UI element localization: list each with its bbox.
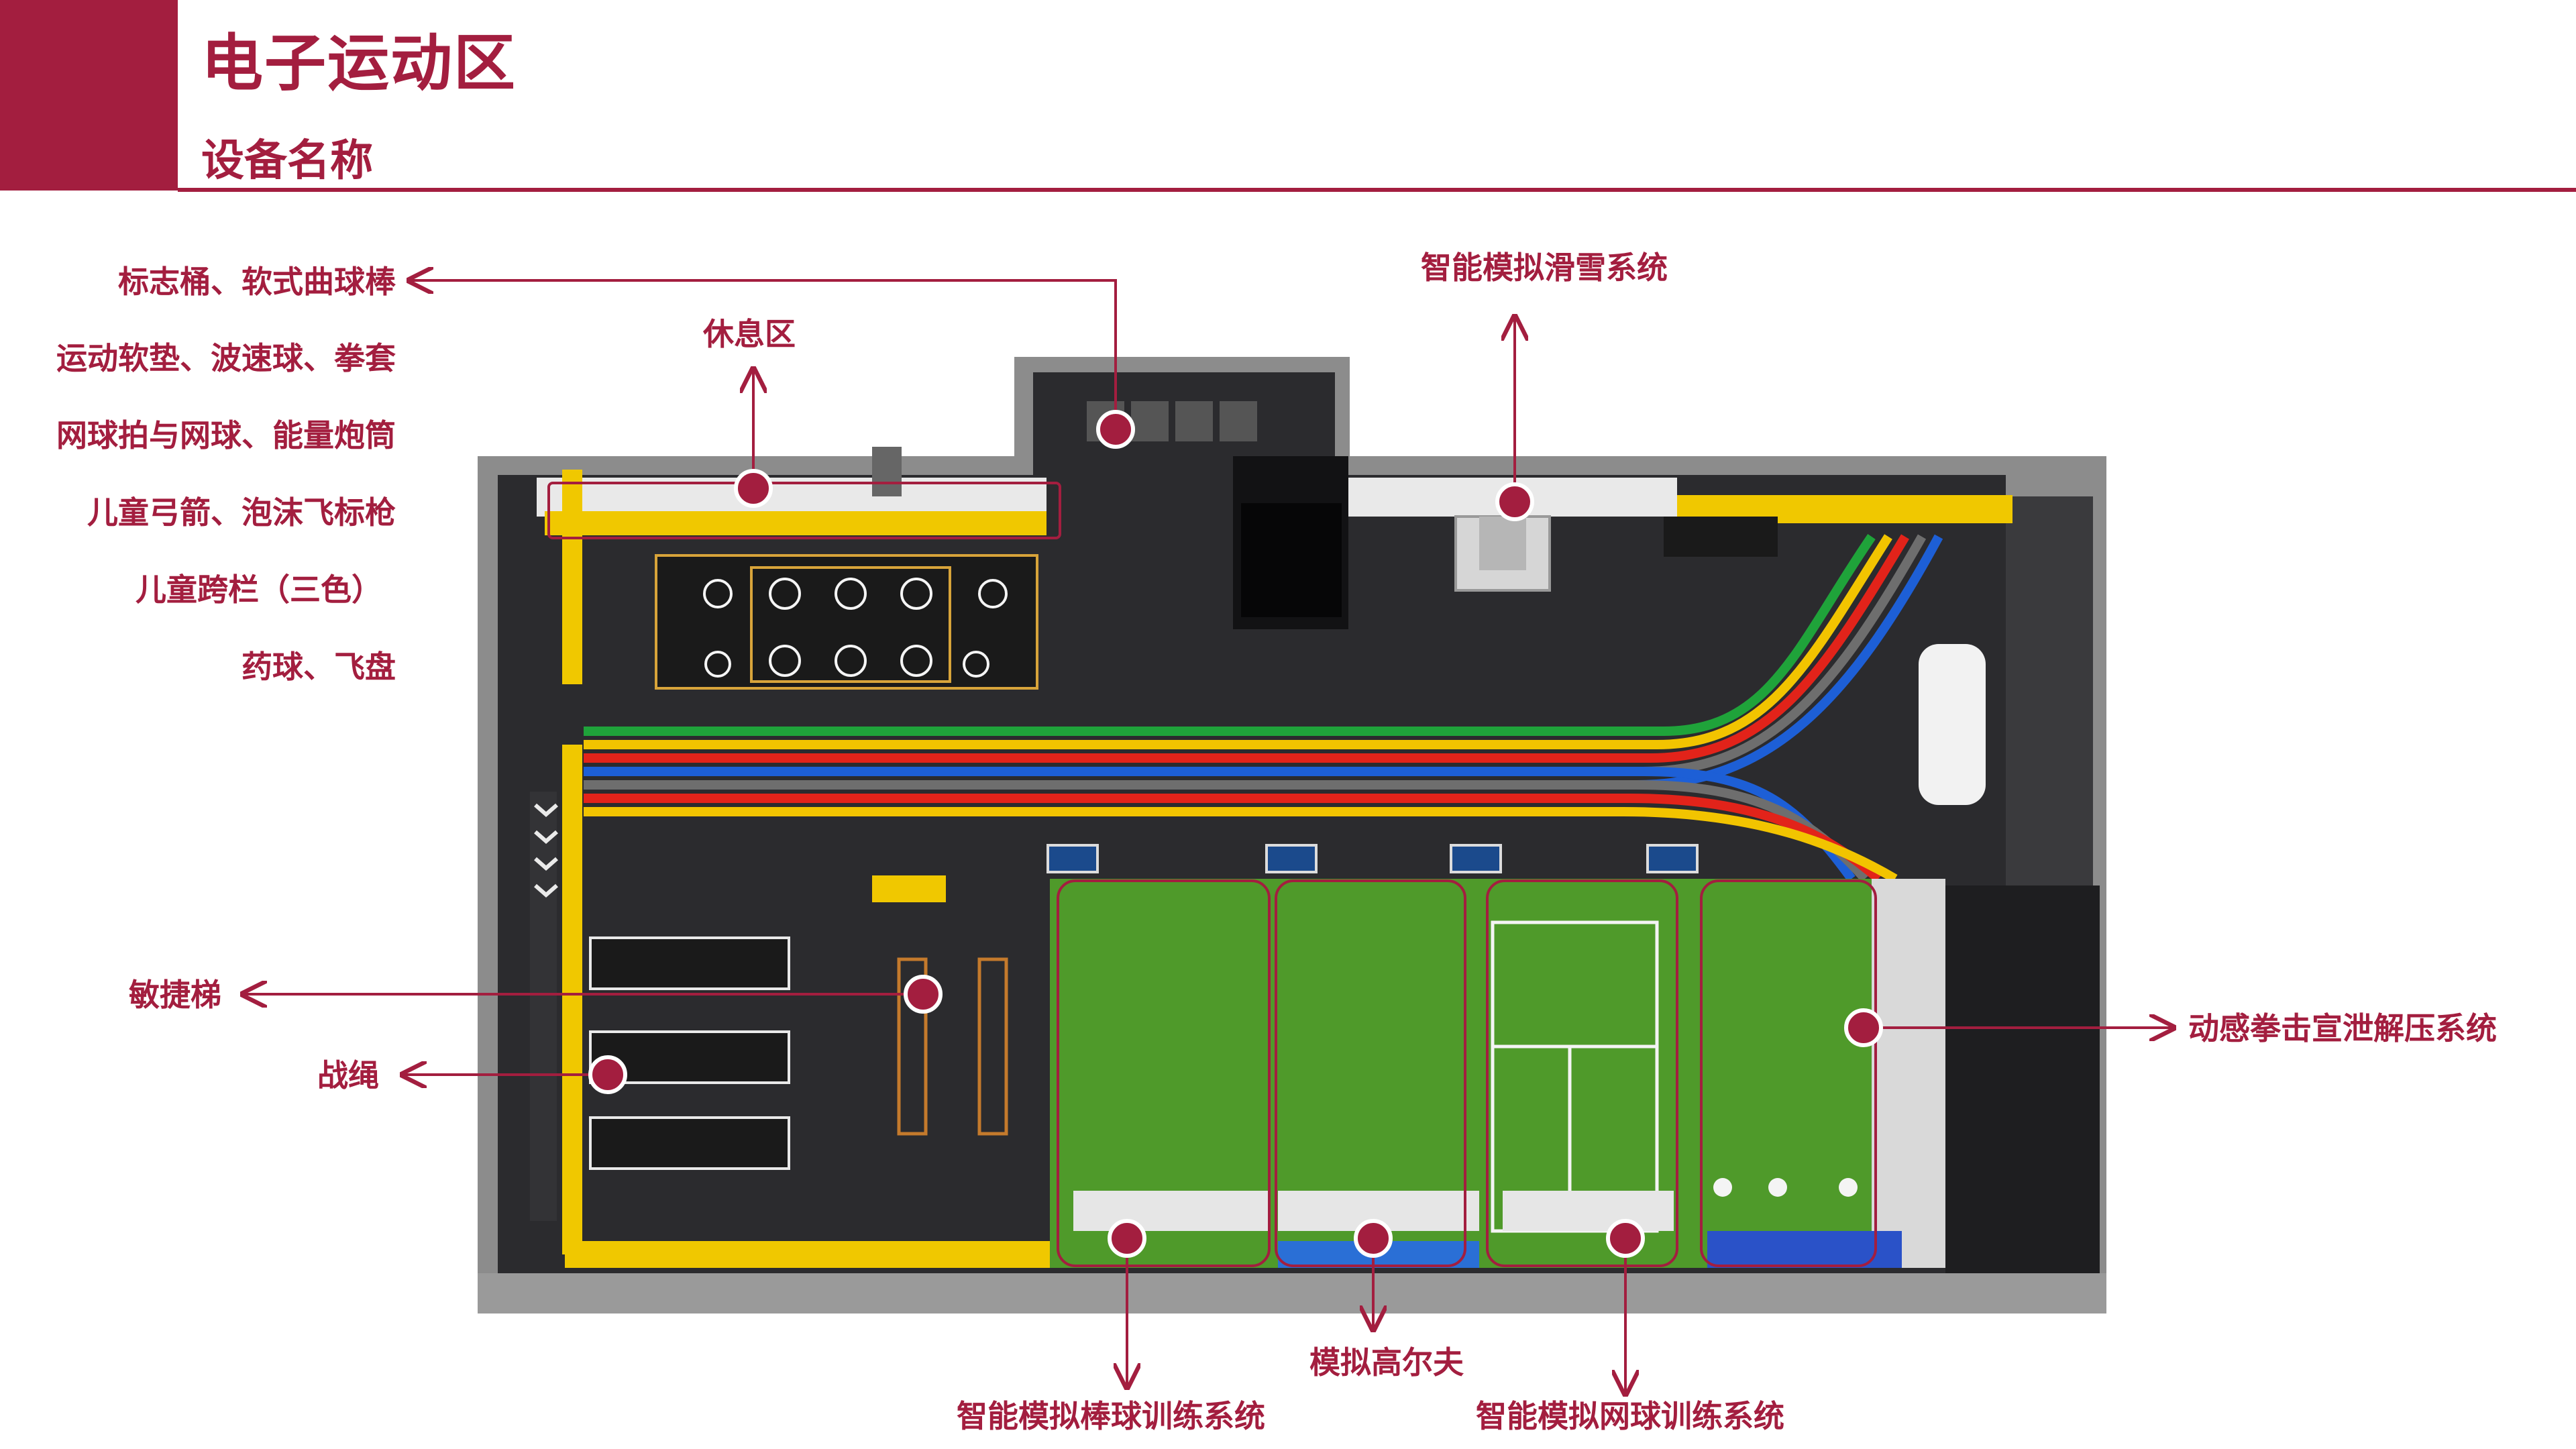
label-boxing-system: 动感拳击宣泄解压系统 xyxy=(2188,1010,2497,1046)
label-agility-ladder: 敏捷梯 xyxy=(129,977,221,1013)
ski-simulator-base xyxy=(1479,517,1526,570)
label-golf: 模拟高尔夫 xyxy=(1309,1344,1464,1381)
left-wall-yellow-bottom xyxy=(562,745,582,1254)
label-battle-rope: 战绳 xyxy=(317,1057,379,1093)
dark-corridor xyxy=(1945,885,2100,1275)
top-wall-yellow xyxy=(545,511,1046,535)
top-wall-strip xyxy=(537,478,1046,517)
right-top-wall xyxy=(1348,478,1677,517)
floor-bench xyxy=(872,875,946,902)
label-equipment-6: 药球、飞盘 xyxy=(241,649,396,685)
label-rest-area: 休息区 xyxy=(703,316,796,352)
screen-partitions xyxy=(1073,1191,1674,1231)
header: 电子运动区 设备名称 xyxy=(0,0,2576,195)
projection-mat-center xyxy=(750,566,951,683)
golf-mat xyxy=(1278,1241,1479,1268)
projection-mat xyxy=(655,554,1038,690)
battle-rope-stations xyxy=(589,936,790,1170)
page-title: 电子运动区 xyxy=(201,28,517,99)
label-baseball-system: 智能模拟棒球训练系统 xyxy=(957,1398,1265,1434)
agility-ladders xyxy=(897,957,1008,1136)
bottom-wall xyxy=(478,1273,2106,1313)
label-equipment-4: 儿童弓箭、泡沫飞标枪 xyxy=(87,494,396,531)
pillar xyxy=(872,447,902,496)
page-subtitle: 设备名称 xyxy=(201,136,373,186)
boxing-mat xyxy=(1707,1231,1902,1268)
cabinet-inner xyxy=(1241,503,1342,617)
left-wall-yellow-top xyxy=(562,470,582,684)
label-equipment-3: 网球拍与网球、能量炮筒 xyxy=(56,417,396,453)
header-rule xyxy=(178,188,2576,192)
bench xyxy=(1664,517,1778,557)
label-ski-system: 智能模拟滑雪系统 xyxy=(1421,250,1668,286)
label-tennis-system: 智能模拟网球训练系统 xyxy=(1476,1398,1784,1434)
header-accent-block xyxy=(0,0,178,191)
label-equipment-2: 运动软垫、波速球、拳套 xyxy=(56,340,396,376)
monitors xyxy=(1046,844,1699,873)
left-chevron-strip xyxy=(530,792,558,1221)
running-track xyxy=(584,534,1943,883)
projection-patterns xyxy=(703,578,1008,678)
label-equipment-5: 儿童跨栏（三色） xyxy=(136,572,382,608)
label-equipment-1: 标志桶、软式曲球棒 xyxy=(118,264,396,300)
boxing-machine-top xyxy=(1919,644,1986,805)
bottom-yellow xyxy=(565,1241,1055,1268)
